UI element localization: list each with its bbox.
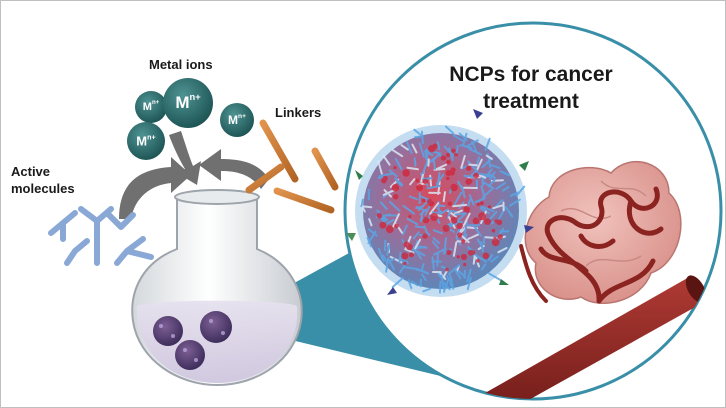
active-molecules-label-line2: molecules [11,181,75,196]
small-nanoparticle [175,340,205,370]
process-arrows [119,131,269,219]
ion-symbol: Mn+ [136,133,156,149]
title-line1: NCPs for cancer [449,63,613,86]
title-line2: treatment [483,90,579,113]
linker-sticks [245,119,339,214]
nanoparticle [346,109,534,297]
magnified-view [343,21,723,401]
small-nanoparticle [200,311,232,343]
metal-ion [220,103,254,137]
metal-ion [135,91,167,123]
ion-symbol: Mn+ [228,113,246,127]
metal-ion [127,122,165,160]
ion-symbol: Mn+ [175,91,201,112]
reaction-flask [131,189,303,387]
active-molecules [48,206,154,266]
active-molecules-label-line1: Active [11,164,51,179]
tumor-mass [519,161,682,305]
small-nanoparticle [153,316,183,346]
metal-ions-label: Metal ions [149,57,213,72]
metal-ion [163,78,213,128]
metal-ions [127,78,254,160]
linkers-label: Linkers [275,105,322,120]
ion-symbol: Mn+ [142,100,160,113]
